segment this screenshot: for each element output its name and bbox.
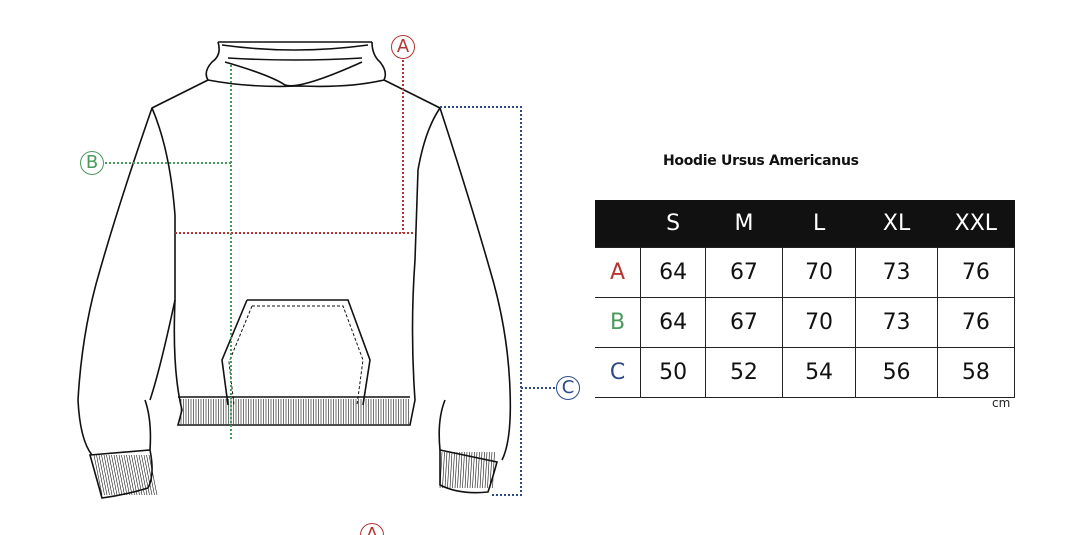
- size-header: L: [782, 200, 856, 248]
- size-value: 70: [781, 297, 857, 348]
- size-value: 58: [936, 347, 1016, 398]
- marker-c: C: [556, 376, 580, 400]
- size-value: 50: [640, 347, 707, 398]
- size-value: 73: [855, 297, 938, 348]
- hoodie-outline: [77, 41, 512, 499]
- size-value: 52: [705, 347, 783, 398]
- ribbing: [93, 399, 495, 496]
- size-header: M: [705, 200, 783, 248]
- measure-line-c: [440, 106, 555, 496]
- marker-b: B: [80, 151, 104, 175]
- row-label: B: [595, 297, 642, 348]
- size-value: 64: [640, 297, 707, 348]
- size-header: XL: [855, 200, 938, 248]
- row-label: C: [595, 347, 642, 398]
- size-value: 56: [855, 347, 938, 398]
- row-label: A: [595, 247, 642, 298]
- size-value: 70: [781, 247, 857, 298]
- corner-cell: [595, 200, 641, 248]
- size-value: 67: [705, 247, 783, 298]
- kangaroo-pocket: [221, 299, 371, 406]
- marker-a: A: [391, 35, 415, 59]
- size-value: 54: [781, 347, 857, 398]
- size-value: 67: [705, 297, 783, 348]
- size-header: S: [640, 200, 706, 248]
- size-value: 76: [936, 247, 1016, 298]
- header-row: S M L XL XXL: [595, 200, 1015, 248]
- size-header: XXL: [937, 200, 1015, 248]
- measure-line-a: [175, 60, 415, 234]
- size-value: 76: [936, 297, 1016, 348]
- measure-line-b: [105, 65, 232, 440]
- unit-label: cm: [992, 396, 1011, 410]
- size-value: 64: [640, 247, 707, 298]
- chart-title: Hoodie Ursus Americanus: [663, 153, 859, 169]
- size-value: 73: [855, 247, 938, 298]
